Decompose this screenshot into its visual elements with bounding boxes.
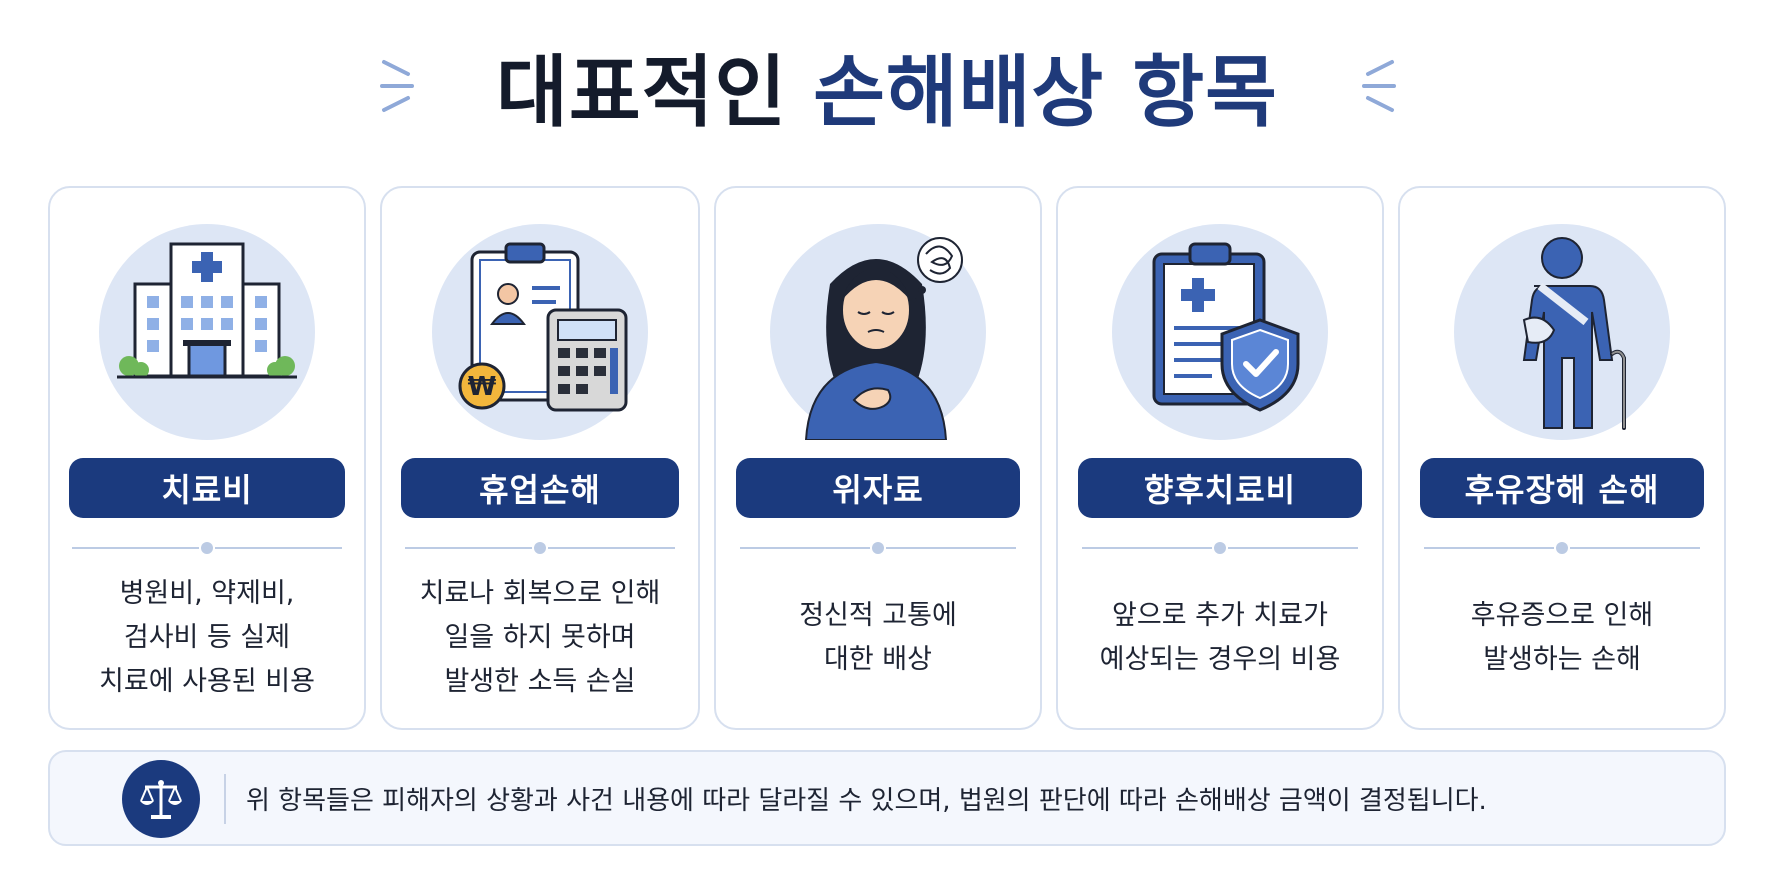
- card-description: 후유증으로 인해 발생하는 손해: [1470, 600, 1654, 675]
- medical-clipboard-shield-icon: [1152, 242, 1300, 412]
- title-part-2: 손해배상 항목: [813, 48, 1278, 138]
- hospital-icon: [117, 242, 297, 379]
- card-description: 정신적 고통에 대한 배상: [799, 600, 957, 675]
- sparkle-right-icon: [1362, 60, 1396, 112]
- footer-note-box: 위 항목들은 피해자의 상황과 사건 내용에 따라 달라질 수 있으며, 법원의…: [48, 750, 1726, 846]
- card-consolation-money: 위자료 정신적 고통에 대한 배상: [714, 186, 1042, 730]
- footer-note-text: 위 항목들은 피해자의 상황과 사건 내용에 따라 달라질 수 있으며, 법원의…: [246, 785, 1487, 816]
- label-pill: 향후치료비: [1078, 458, 1362, 518]
- label-pill: 후유장해 손해: [1420, 458, 1704, 518]
- card-treatment-cost: 치료비 병원비, 약제비, 검사비 등 실제 치료에 사용된 비용: [48, 186, 366, 730]
- divider-dot: [740, 542, 1016, 554]
- card-lost-income: ₩ 휴업손해 치료나 회복으로 인해 일을 하지 못하며 발생한 소득 손실: [380, 186, 700, 730]
- label-pill: 위자료: [736, 458, 1020, 518]
- page-title: 대표적인 손해배상 항목: [0, 38, 1774, 148]
- divider-dot: [72, 542, 342, 554]
- card-future-treatment-cost: 향후치료비 앞으로 추가 치료가 예상되는 경우의 비용: [1056, 186, 1384, 730]
- footer-separator: [224, 774, 226, 824]
- clipboard-calculator-icon: ₩: [458, 242, 628, 412]
- divider-dot: [405, 542, 675, 554]
- card-description: 앞으로 추가 치료가 예상되는 경우의 비용: [1099, 600, 1341, 675]
- divider-dot: [1082, 542, 1358, 554]
- divider-dot: [1424, 542, 1700, 554]
- title-part-1: 대표적인: [496, 48, 788, 138]
- label-pill: 휴업손해: [401, 458, 679, 518]
- scales-of-justice-icon: [140, 780, 182, 819]
- card-permanent-disability-loss: 후유장해 손해 후유증으로 인해 발생하는 손해: [1398, 186, 1726, 730]
- card-description: 치료나 회복으로 인해 일을 하지 못하며 발생한 소득 손실: [419, 578, 661, 697]
- distressed-woman-icon: [804, 237, 963, 440]
- card-description: 병원비, 약제비, 검사비 등 실제 치료에 사용된 비용: [99, 578, 315, 697]
- label-pill: 치료비: [69, 458, 345, 518]
- sparkle-left-icon: [380, 60, 414, 112]
- footer-badge: [122, 760, 200, 838]
- damage-item-cards: 치료비 병원비, 약제비, 검사비 등 실제 치료에 사용된 비용: [48, 186, 1726, 730]
- won-symbol: ₩: [468, 372, 497, 402]
- injured-person-cane-icon: [1522, 237, 1626, 430]
